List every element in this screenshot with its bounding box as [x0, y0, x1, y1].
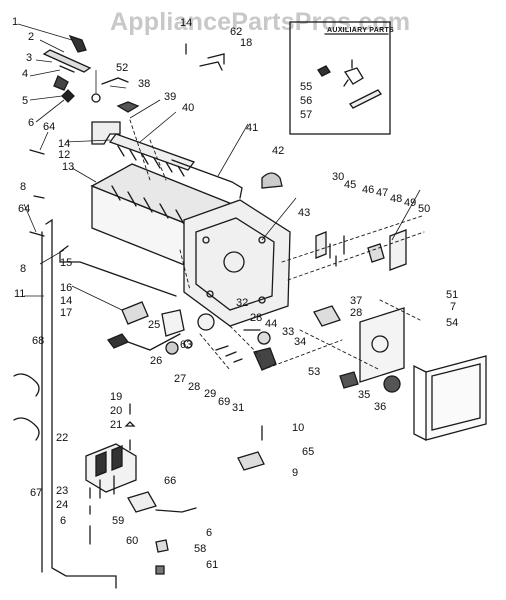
callout-28b: 28 — [250, 312, 263, 324]
callout-45: 45 — [344, 179, 357, 191]
callout-8: 8 — [20, 181, 27, 193]
callout-68: 68 — [32, 335, 45, 347]
callout-6b: 6 — [60, 515, 67, 527]
callout-10: 10 — [292, 422, 305, 434]
callout-52: 52 — [116, 62, 129, 74]
callout-67: 67 — [30, 487, 43, 499]
callout-57: 57 — [300, 109, 313, 121]
callout-21: 21 — [110, 419, 123, 431]
callout-31: 31 — [232, 402, 245, 414]
callout-24: 24 — [56, 499, 69, 511]
callout-66: 66 — [164, 475, 177, 487]
callout-23: 23 — [56, 485, 69, 497]
callout-11: 11 — [14, 288, 26, 300]
callout-26: 26 — [150, 355, 163, 367]
callout-50: 50 — [418, 203, 431, 215]
callout-62: 62 — [230, 26, 243, 38]
callout-60: 60 — [126, 535, 139, 547]
callout-39: 39 — [164, 91, 177, 103]
callout-54: 54 — [446, 317, 459, 329]
callout-63: 63 — [180, 339, 193, 351]
callout-28: 28 — [188, 381, 201, 393]
callout-58: 58 — [194, 543, 207, 555]
callout-43: 43 — [298, 207, 311, 219]
callout-14: 14 — [180, 17, 193, 29]
callout-51: 51 — [446, 289, 459, 301]
callout-20: 20 — [110, 405, 123, 417]
callout-40: 40 — [182, 102, 195, 114]
callout-6c: 6 — [206, 527, 213, 539]
callout-56: 56 — [300, 95, 313, 107]
callout-33: 33 — [282, 326, 295, 338]
callout-64: 64 — [43, 121, 56, 133]
callout-17: 17 — [60, 307, 73, 319]
auxiliary-parts-title: AUXILIARY PARTS — [327, 27, 394, 34]
callout-13: 13 — [62, 161, 75, 173]
callout-47: 47 — [376, 187, 389, 199]
callout-14c: 14 — [60, 295, 73, 307]
callout-55: 55 — [300, 81, 313, 93]
callout-27: 27 — [174, 373, 187, 385]
callout-42: 42 — [272, 145, 285, 157]
callout-3: 3 — [26, 52, 33, 64]
auxiliary-parts-box — [289, 21, 391, 135]
callout-41: 41 — [246, 122, 259, 134]
callout-25: 25 — [148, 319, 161, 331]
callout-22: 22 — [56, 432, 69, 444]
callout-5: 5 — [22, 95, 29, 107]
callout-36: 36 — [374, 401, 387, 413]
callout-34: 34 — [294, 336, 307, 348]
callout-30: 30 — [332, 171, 345, 183]
callout-59: 59 — [112, 515, 125, 527]
callout-44: 44 — [265, 318, 278, 330]
callout-4: 4 — [22, 68, 29, 80]
callout-28c: 28 — [350, 307, 363, 319]
callout-46: 46 — [362, 184, 375, 196]
callout-18: 18 — [240, 37, 253, 49]
callout-37: 37 — [350, 295, 363, 307]
callout-32: 32 — [236, 297, 249, 309]
callout-19: 19 — [110, 391, 123, 403]
callout-6: 6 — [28, 117, 35, 129]
callout-35: 35 — [358, 389, 371, 401]
callout-2: 2 — [28, 31, 35, 43]
callout-12: 12 — [58, 149, 71, 161]
callout-69: 69 — [218, 396, 231, 408]
callout-64b: 64 — [18, 203, 31, 215]
callout-7: 7 — [450, 301, 457, 313]
callout-49: 49 — [404, 197, 417, 209]
callout-48: 48 — [390, 193, 403, 205]
callout-16: 16 — [60, 282, 73, 294]
callout-9: 9 — [292, 467, 299, 479]
callout-65: 65 — [302, 446, 315, 458]
callout-14b: 14 — [58, 138, 71, 150]
callout-61: 61 — [206, 559, 219, 571]
callout-1: 1 — [12, 16, 19, 28]
callout-53: 53 — [308, 366, 321, 378]
callout-38: 38 — [138, 78, 151, 90]
callout-15: 15 — [60, 257, 73, 269]
callout-8b: 8 — [20, 263, 27, 275]
callout-29: 29 — [204, 388, 217, 400]
